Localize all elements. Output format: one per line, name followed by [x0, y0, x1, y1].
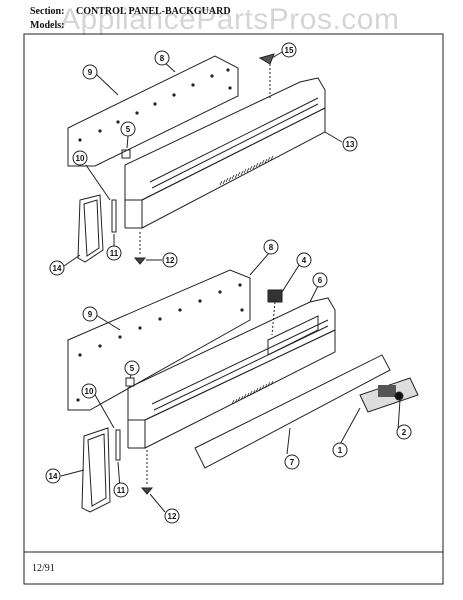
lower-callout-14: 14	[49, 472, 58, 481]
upper-callout-9: 9	[88, 68, 93, 77]
upper-callout-14: 14	[53, 264, 62, 273]
lower-end-cap	[81, 427, 111, 513]
lower-washer	[140, 487, 154, 495]
lower-callout-6: 6	[318, 276, 323, 285]
lower-callout-5: 5	[130, 364, 135, 373]
upper-end-cap	[77, 194, 104, 263]
lower-control-panel	[127, 297, 336, 421]
lower-screw-5	[125, 377, 135, 387]
upper-callout-13: 13	[346, 140, 355, 149]
lower-callout-2: 2	[402, 428, 407, 437]
upper-control-panel	[124, 77, 326, 201]
lower-display-window	[267, 315, 319, 356]
lower-callout-10: 10	[85, 387, 94, 396]
upper-callout-11: 11	[110, 249, 119, 258]
upper-callout-12: 12	[166, 256, 175, 265]
lower-screw	[115, 429, 121, 461]
lower-overlay-strip	[194, 354, 391, 469]
watermark: AppliancePartsPros.com	[60, 3, 400, 36]
lower-callout-4: 4	[302, 256, 307, 265]
section-title: CONTROL PANEL-BACKGUARD	[76, 6, 231, 17]
lower-callout-12: 12	[168, 512, 177, 521]
lower-callout-8: 8	[269, 243, 274, 252]
upper-callout-5: 5	[126, 125, 131, 134]
upper-screw-5	[121, 149, 131, 159]
lower-backguard-panel	[67, 269, 251, 411]
lower-callouts	[45, 239, 412, 524]
upper-callout-15: 15	[285, 46, 294, 55]
lower-callout-11: 11	[117, 486, 126, 495]
lower-callout-9: 9	[88, 310, 93, 319]
models-label: Models:	[30, 20, 65, 31]
upper-callouts	[49, 42, 358, 276]
upper-backguard-panel	[67, 55, 239, 167]
lower-assembly	[60, 251, 419, 513]
footer-date: 12/91	[32, 563, 55, 574]
section-label: Section:	[30, 6, 65, 17]
lower-callout-1: 1	[338, 446, 343, 455]
lower-switch	[267, 289, 283, 303]
upper-screw	[111, 199, 117, 233]
upper-washer	[133, 257, 147, 265]
upper-callout-8: 8	[160, 54, 165, 63]
upper-panel-front	[141, 107, 326, 229]
lower-panel-front	[144, 329, 336, 449]
upper-assembly	[63, 51, 343, 267]
diagram-frame	[23, 33, 444, 585]
upper-callout-10: 10	[76, 154, 85, 163]
upper-clip	[258, 53, 275, 65]
lower-callout-7: 7	[290, 458, 295, 467]
